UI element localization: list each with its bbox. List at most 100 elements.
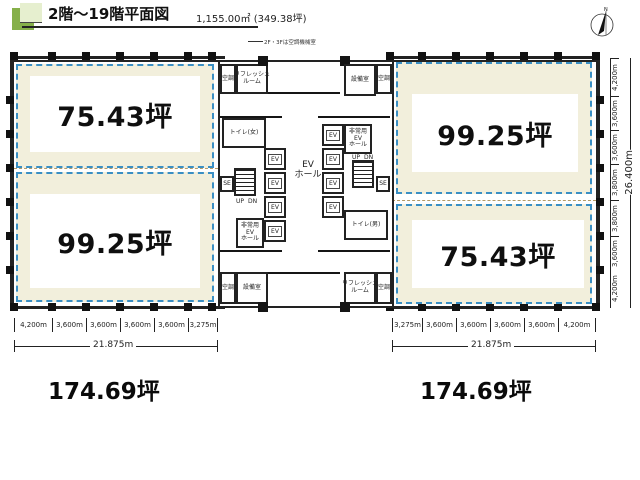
dim-bay: 3,600m — [524, 318, 558, 332]
area-label-left-top: 75.43坪 — [30, 76, 200, 152]
column — [184, 52, 192, 60]
total-area: 1,155.00㎡ (349.38坪) — [196, 14, 307, 25]
emergency-ev-hall-left: 非常用 EV ホール — [236, 218, 264, 248]
dim-bay: 4,200m — [611, 275, 619, 303]
left-wing-total: 174.69坪 — [48, 379, 160, 405]
stair-dn-label: DN — [364, 154, 374, 161]
stair-up-label: UP — [236, 198, 245, 205]
column — [6, 96, 14, 104]
note-leader-line — [248, 41, 263, 42]
left-side-wall — [10, 56, 13, 309]
column — [596, 266, 604, 274]
column — [116, 303, 124, 311]
elevator: EV — [264, 172, 286, 194]
corridor-wall — [318, 250, 390, 252]
emergency-elevator-right: EV — [322, 124, 344, 146]
column — [418, 303, 426, 311]
column — [452, 52, 460, 60]
se-right: SE — [376, 176, 390, 192]
column — [596, 198, 604, 206]
column — [592, 303, 600, 311]
column — [6, 164, 14, 172]
tenant-area-right-top[interactable]: 99.25坪 — [396, 62, 592, 194]
stair-right[interactable] — [352, 160, 374, 188]
dim-bay: 3,600m — [154, 318, 188, 332]
header-underline — [22, 26, 258, 28]
column — [452, 303, 460, 311]
tenant-divider-left — [14, 168, 218, 169]
right-dim-tick — [595, 340, 596, 352]
corridor-wall — [268, 92, 340, 94]
elevator: EV — [264, 148, 286, 170]
left-total-dimension: 21.875m — [90, 340, 137, 350]
dim-bay: 3,600m — [422, 318, 456, 332]
corridor-wall — [318, 116, 390, 118]
column — [82, 303, 90, 311]
tenant-area-left-bottom[interactable]: 99.25坪 — [16, 172, 214, 302]
column — [258, 302, 268, 312]
dim-bay: 3,600m — [86, 318, 120, 332]
column — [150, 52, 158, 60]
tenant-area-right-bottom[interactable]: 75.43坪 — [396, 204, 592, 304]
tenant-area-left-top[interactable]: 75.43坪 — [16, 64, 214, 168]
left-dim-tick — [14, 340, 15, 352]
aircon-note: 2F・3Fは空調機械室 — [264, 40, 316, 46]
right-side-wall — [597, 56, 600, 309]
elevator: EV — [322, 196, 344, 218]
refresh-room-bottom-right: リフレッシュ ルーム — [342, 272, 378, 304]
refresh-room-top-left: リフレッシュ ルーム — [234, 64, 270, 94]
right-bay-dimensions: 3,275m 3,600m 3,600m 3,600m 3,600m 4,200… — [392, 318, 596, 332]
header-accent-light — [20, 3, 42, 23]
dim-bay: 4,200m — [14, 318, 52, 332]
column — [596, 232, 604, 240]
column — [596, 130, 604, 138]
dim-bay: 4,200m — [611, 58, 619, 96]
elevator: EV — [264, 196, 286, 218]
emergency-elevator-left: EV — [264, 220, 286, 242]
north-compass-icon: N — [589, 5, 615, 39]
dim-bay: 3,600m — [611, 96, 619, 130]
dim-bay: 3,275m — [188, 318, 218, 332]
aircon-room-top-left: 空調 — [220, 64, 236, 94]
column — [340, 302, 350, 312]
elevator: EV — [322, 172, 344, 194]
area-label-left-bottom: 99.25坪 — [30, 194, 200, 288]
column — [486, 303, 494, 311]
column — [386, 52, 394, 60]
column — [258, 56, 268, 66]
tenant-divider-right — [392, 200, 596, 201]
column — [520, 52, 528, 60]
emergency-ev-hall-right: 非常用 EV ホール — [344, 124, 372, 154]
stair-dn-label: DN — [248, 198, 258, 205]
right-wing-total: 174.69坪 — [420, 379, 532, 405]
svg-text:N: N — [604, 7, 608, 13]
dim-bay: 3,600m — [456, 318, 490, 332]
dim-bay: 4,200m — [558, 318, 596, 332]
column — [596, 96, 604, 104]
corridor-wall — [220, 250, 282, 252]
corridor-wall — [220, 116, 282, 118]
toilet-female: トイレ(女) — [222, 118, 266, 148]
toilet-male: トイレ(男) — [344, 210, 388, 240]
column — [6, 198, 14, 206]
column — [82, 52, 90, 60]
dim-bay: 3,600m — [611, 236, 619, 270]
corridor-wall — [268, 272, 340, 274]
area-label-right-top: 99.25坪 — [412, 94, 578, 172]
vertical-total-dimension: 26.400m — [624, 150, 635, 195]
dim-bay: 3,600m — [611, 130, 619, 164]
column — [520, 303, 528, 311]
dim-bay: 3,600m — [120, 318, 154, 332]
right-dim-tick — [392, 340, 393, 352]
column — [208, 303, 216, 311]
column — [6, 130, 14, 138]
right-total-dimension: 21.875m — [468, 340, 515, 350]
column — [208, 52, 216, 60]
se-left: SE — [220, 176, 234, 192]
page-title: 2階～19階平面図 — [48, 5, 170, 23]
dim-bay: 3,600m — [52, 318, 86, 332]
column — [418, 52, 426, 60]
stair-left[interactable] — [234, 168, 256, 196]
column — [48, 52, 56, 60]
column — [6, 232, 14, 240]
